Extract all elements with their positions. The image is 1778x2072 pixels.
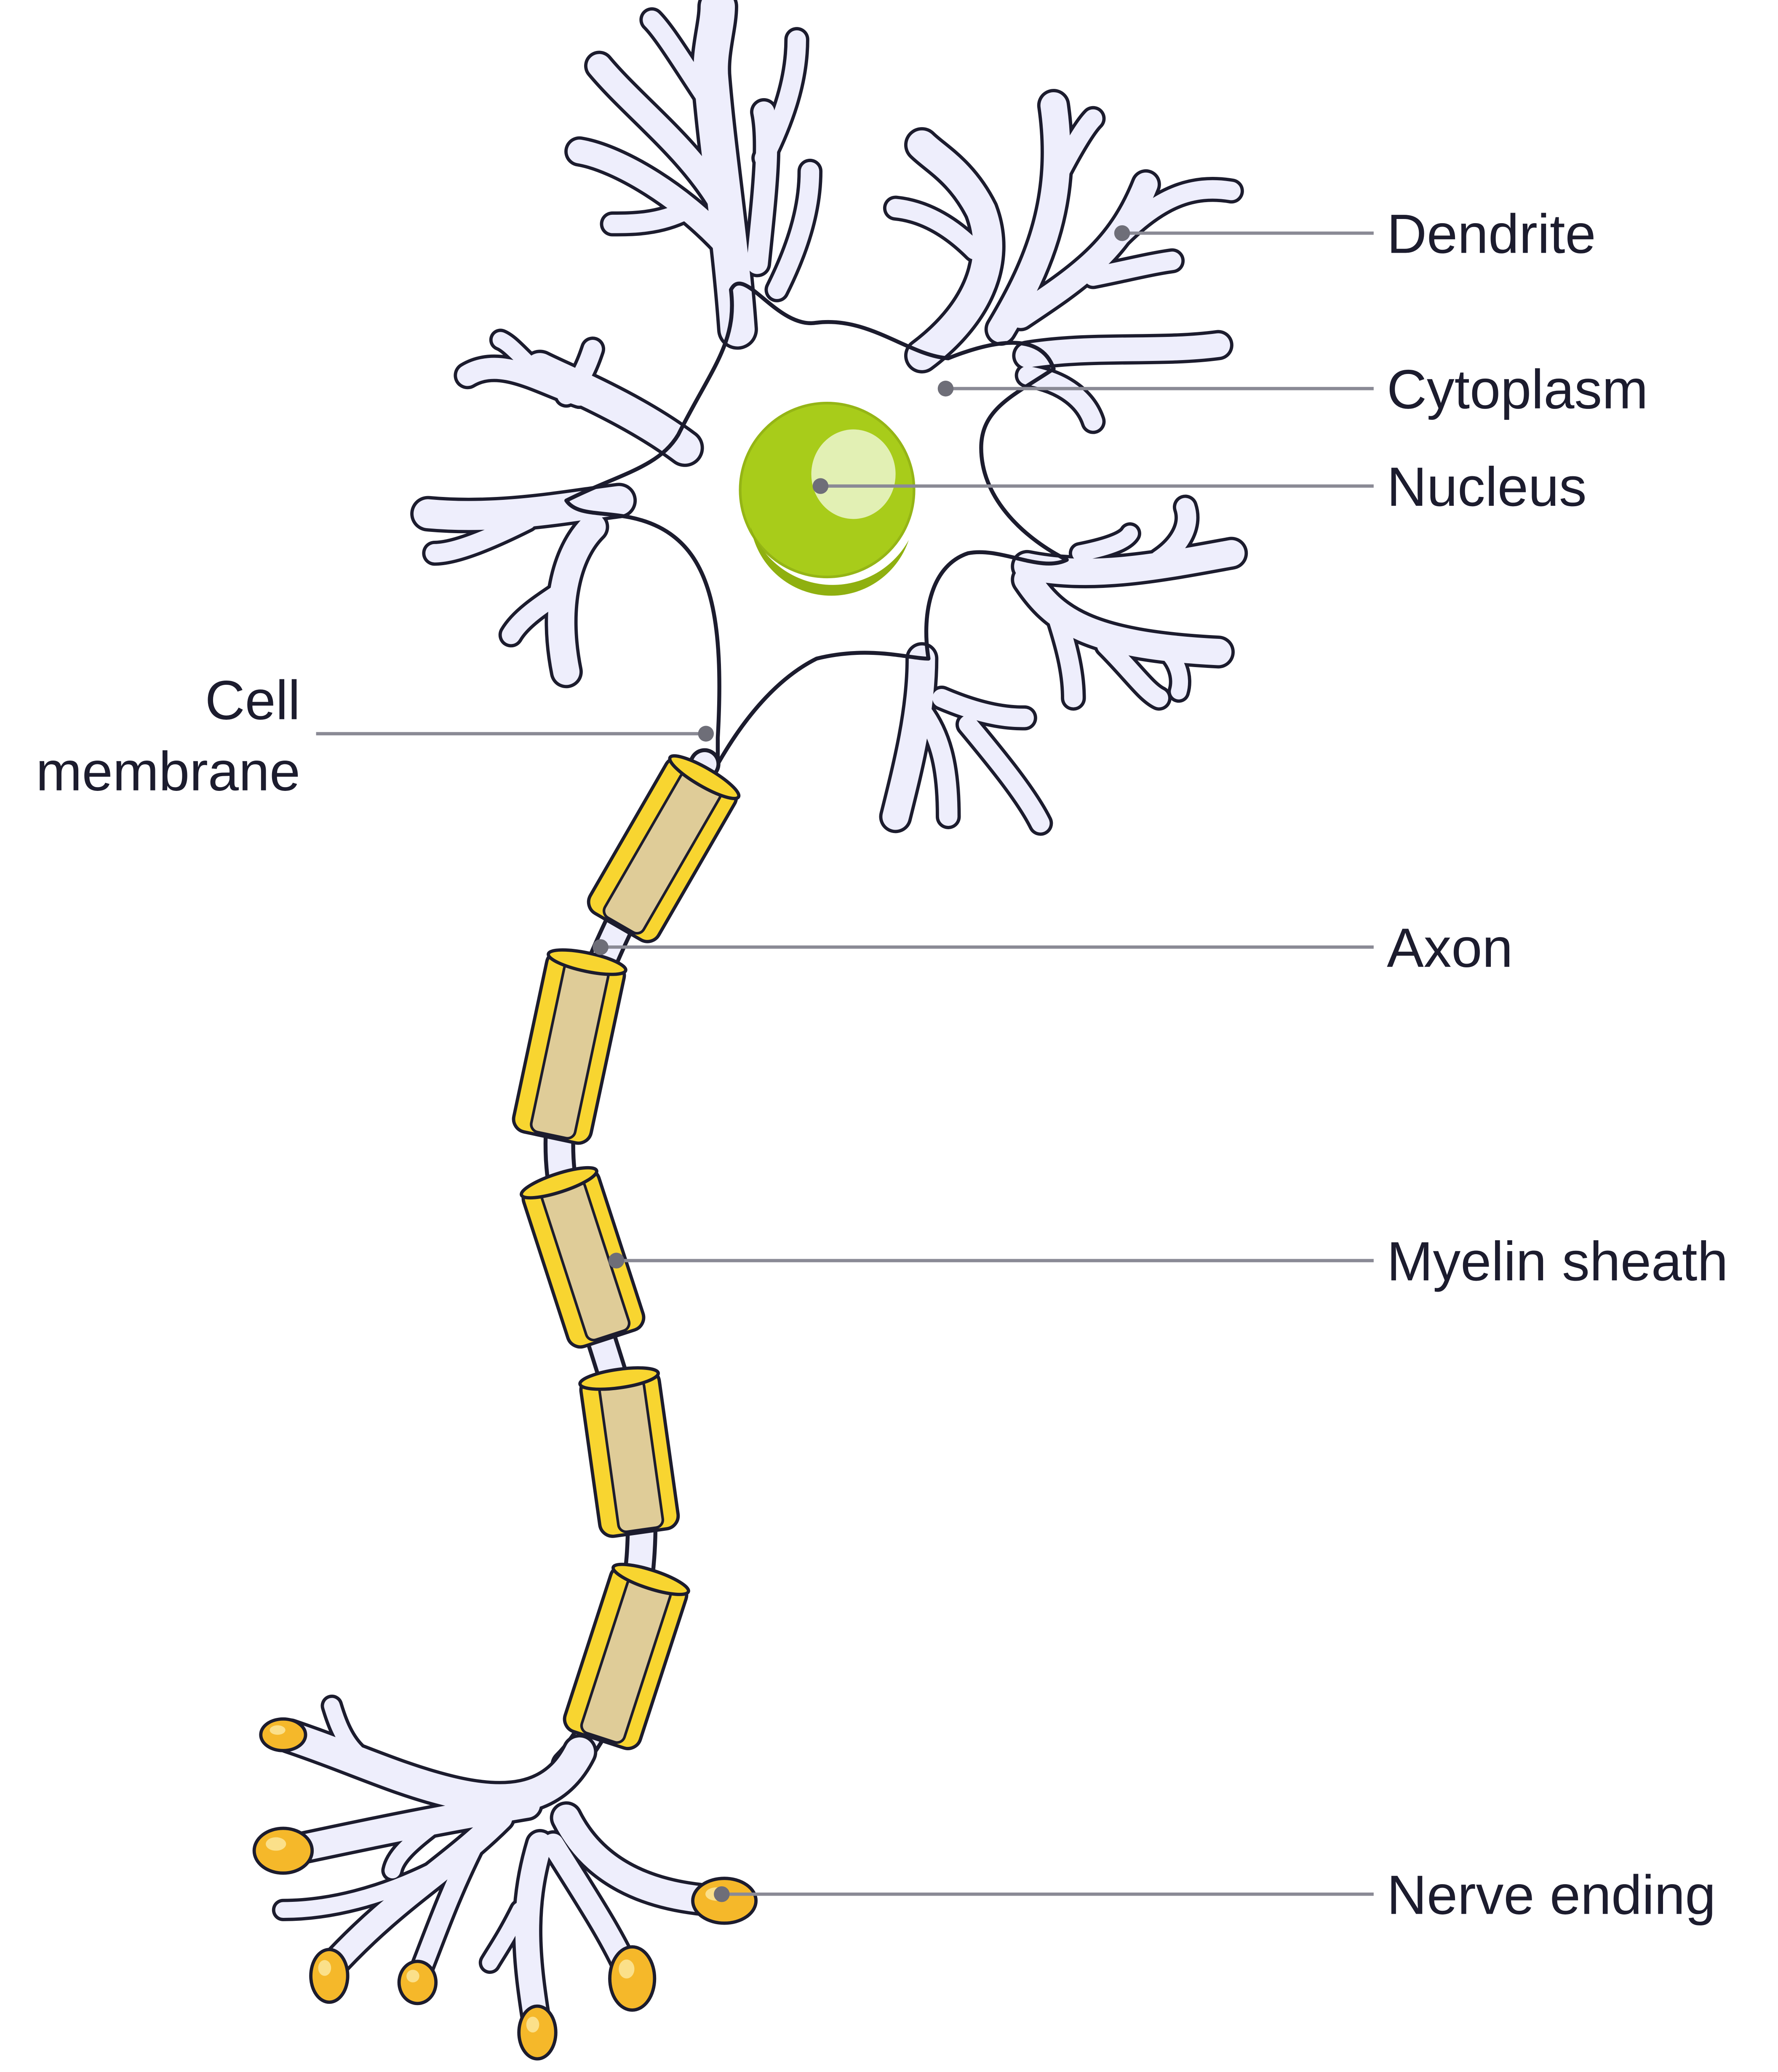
dendrite-branch [768, 162, 820, 299]
dendrite-branch [1110, 180, 1241, 246]
nerve-ending-bulb [517, 2004, 558, 2061]
label-text: Nucleus [1387, 456, 1587, 518]
dendrite-branch [643, 11, 721, 115]
dendrite-branch [1014, 540, 1245, 585]
myelin-segment [563, 1562, 690, 1750]
label-nucleus: Nucleus [812, 456, 1587, 518]
myelin-segment [512, 948, 627, 1145]
dendrite-branch [988, 92, 1071, 343]
myelin-sheath [512, 754, 741, 1750]
dendrite-branch [1084, 251, 1182, 286]
bulb-highlight [526, 2016, 539, 2033]
dendrites [414, 0, 1245, 833]
dendrite-branch [694, 0, 755, 347]
bulb-highlight [270, 1725, 286, 1735]
axon-terminal-branch [515, 1832, 552, 2040]
dendrite-branch [557, 339, 602, 405]
dendrite-branch [907, 130, 1002, 370]
dendrite-branch [913, 702, 958, 826]
label-text: Dendrite [1387, 203, 1596, 265]
dendrite-branch [1150, 498, 1196, 569]
dendrite-branch [425, 511, 536, 563]
dendrite-branch [1009, 172, 1158, 328]
myelin-segment [520, 1166, 646, 1349]
dendrite-branch [1044, 109, 1103, 194]
myelin-segment [578, 1366, 680, 1538]
label-text: Nerve ending [1387, 1864, 1716, 1926]
nucleolus [811, 429, 896, 519]
label-axon: Axon [593, 917, 1513, 979]
bulb-highlight [406, 1970, 419, 1983]
nerve-endings [252, 1717, 758, 2061]
dendrite-branch [603, 201, 694, 233]
dendrite-branch [958, 715, 1050, 833]
axon-terminal-branch [275, 1722, 594, 1813]
dendrite-branch [747, 101, 777, 274]
nerve-ending-bulb [397, 1960, 438, 2005]
label-text: Axon [1387, 917, 1513, 979]
nerve-ending-bulb [259, 1717, 307, 1752]
axon-terminal-branch [553, 1805, 731, 1914]
label-myelin-sheath: Myelin sheath [608, 1230, 1728, 1292]
dendrite-branch [1097, 636, 1169, 708]
label-cytoplasm: Cytoplasm [937, 358, 1648, 420]
dendrite-branch [886, 199, 984, 260]
bulb-highlight [619, 1959, 635, 1979]
nerve-ending-bulb [309, 1948, 350, 2004]
dendrite-branch [587, 54, 730, 210]
dendrite-branch [1072, 525, 1138, 561]
dendrite-branch [502, 583, 569, 644]
nerve-ending-bulb [608, 1945, 657, 2012]
bulb-highlight [266, 1837, 286, 1851]
axon-terminal-branch [384, 1816, 443, 1879]
label-cell-membrane: Cell membrane [36, 669, 714, 802]
myelin-segment [587, 754, 741, 943]
label-text: Cell [205, 669, 300, 731]
dendrite-branch [1044, 596, 1083, 708]
axon-terminal-branch [275, 1862, 443, 1918]
label-text: Cytoplasm [1387, 358, 1648, 420]
dendrite-branch [932, 689, 1034, 727]
dendrite-branch [492, 332, 535, 370]
dendrite-branch [1151, 637, 1188, 700]
label-nerve-ending: Nerve ending [714, 1864, 1716, 1926]
axon-terminal-branch [324, 1698, 364, 1760]
axon-terminal-branch [409, 1834, 483, 1985]
label-text: Myelin sheath [1387, 1230, 1728, 1292]
nerve-ending-bulb [252, 1826, 314, 1875]
dendrite-branch [567, 139, 743, 262]
dendrite-branch [548, 513, 606, 685]
dendrite-branch [882, 645, 935, 830]
label-dendrite: Dendrite [1114, 203, 1596, 265]
bulb-highlight [318, 1960, 331, 1976]
dendrite-branch [1015, 333, 1230, 368]
nucleus [739, 401, 916, 596]
cell-body [564, 281, 1069, 766]
axon-terminal-branch [482, 1902, 529, 1971]
dendrite-branch [755, 30, 806, 168]
label-text: membrane [36, 740, 300, 802]
